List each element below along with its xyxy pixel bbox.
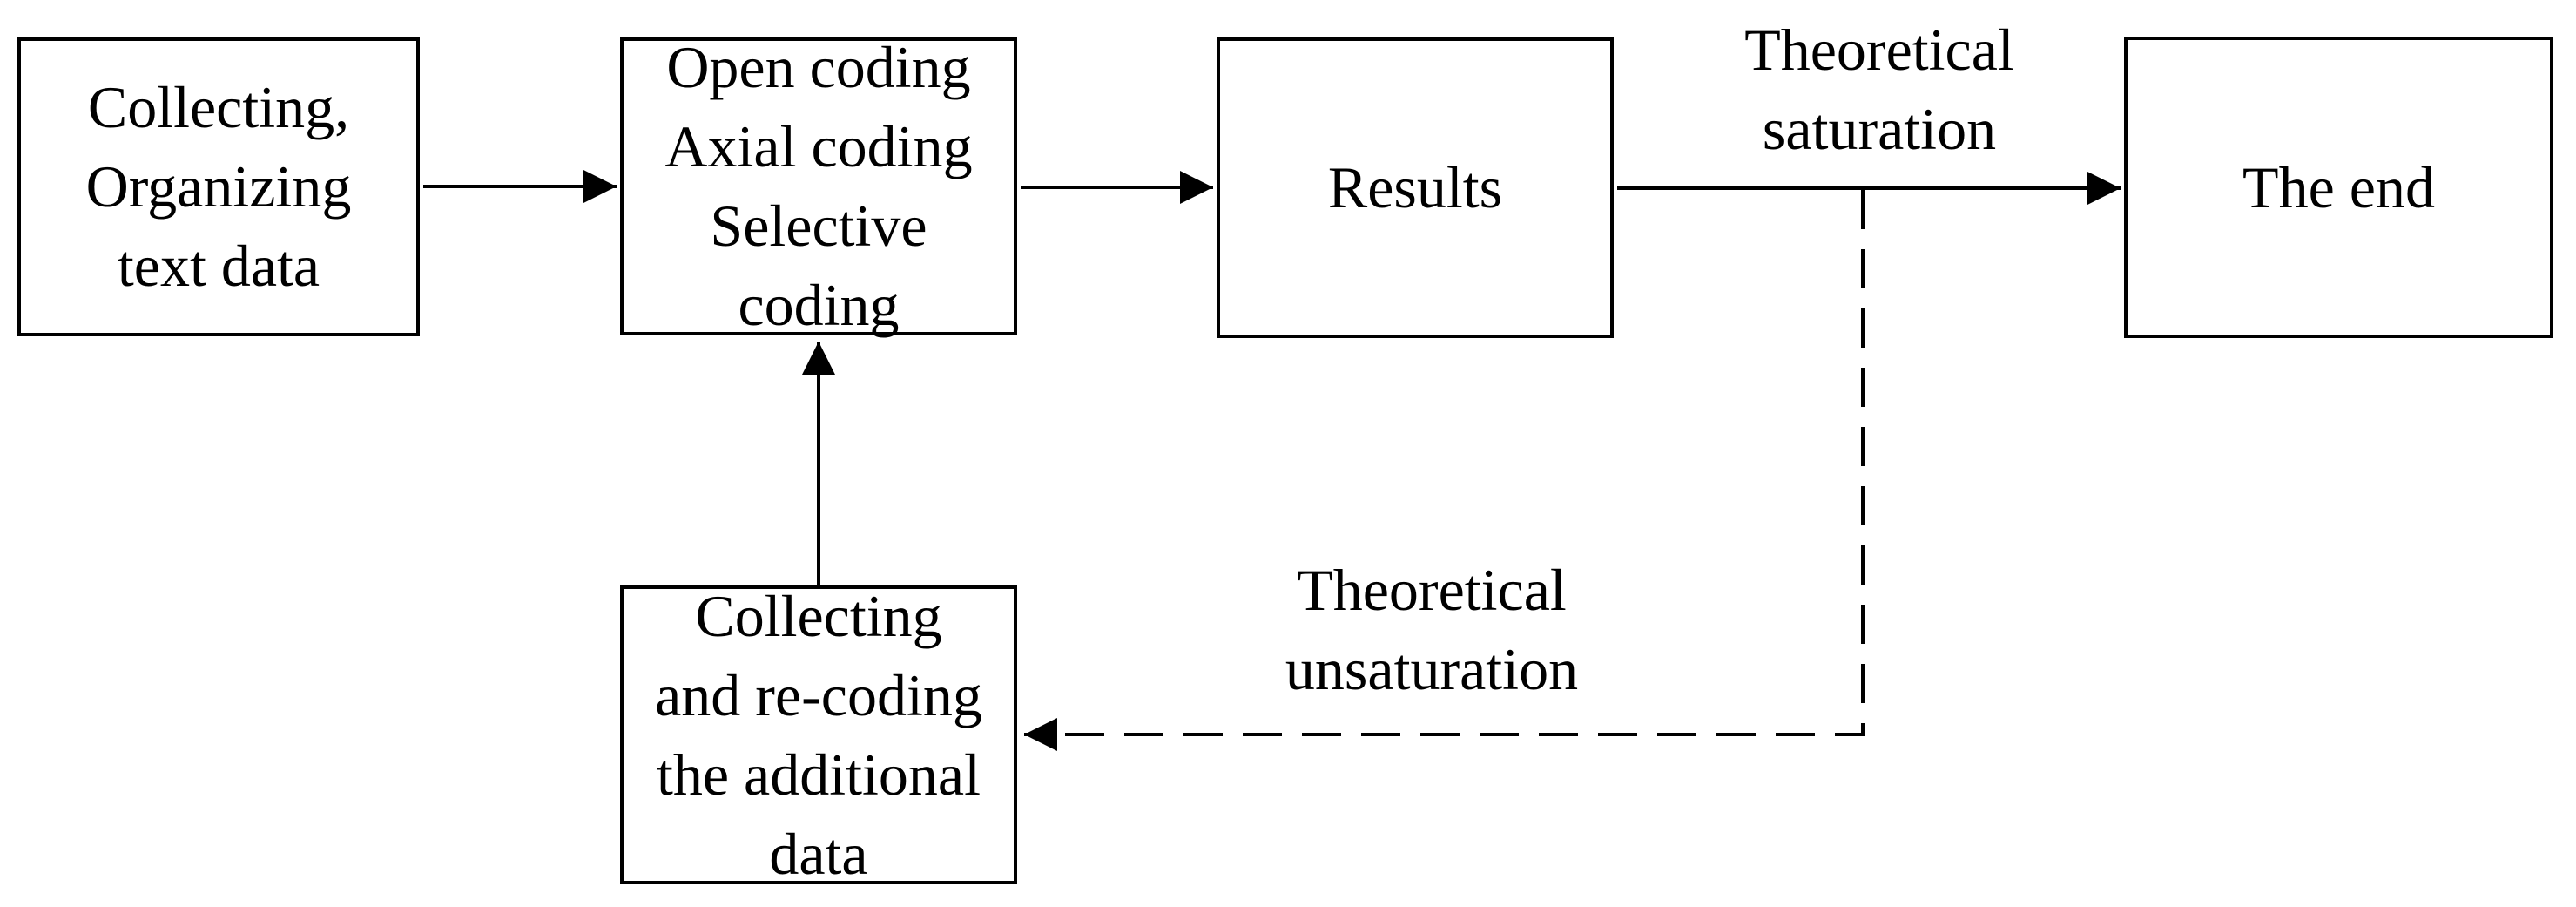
- box-collecting-organizing-text-data: Collecting, Organizing text data: [17, 37, 420, 336]
- dashed-arrow-unsaturation: [1024, 190, 1865, 751]
- box-results-label: Results: [1327, 154, 1503, 220]
- box-open-axial-selective-coding-label: Open coding Axial coding Selective codin…: [664, 34, 973, 338]
- box-the-end: The end: [2124, 37, 2553, 338]
- box-results: Results: [1217, 37, 1614, 338]
- box-the-end-label: The end: [2242, 153, 2435, 220]
- theoretical-unsaturation-label: Theoretical unsaturation: [1285, 557, 1579, 702]
- box-collecting-recoding-additional-data: Collecting and re-coding the additional …: [620, 583, 1017, 887]
- box-collecting-organizing-text-data-label: Collecting, Organizing text data: [85, 74, 352, 299]
- box-open-axial-selective-coding: Open coding Axial coding Selective codin…: [620, 34, 1017, 338]
- theoretical-saturation-label: Theoretical saturation: [1744, 17, 2014, 162]
- box-collecting-recoding-additional-data-label: Collecting and re-coding the additional …: [655, 582, 982, 887]
